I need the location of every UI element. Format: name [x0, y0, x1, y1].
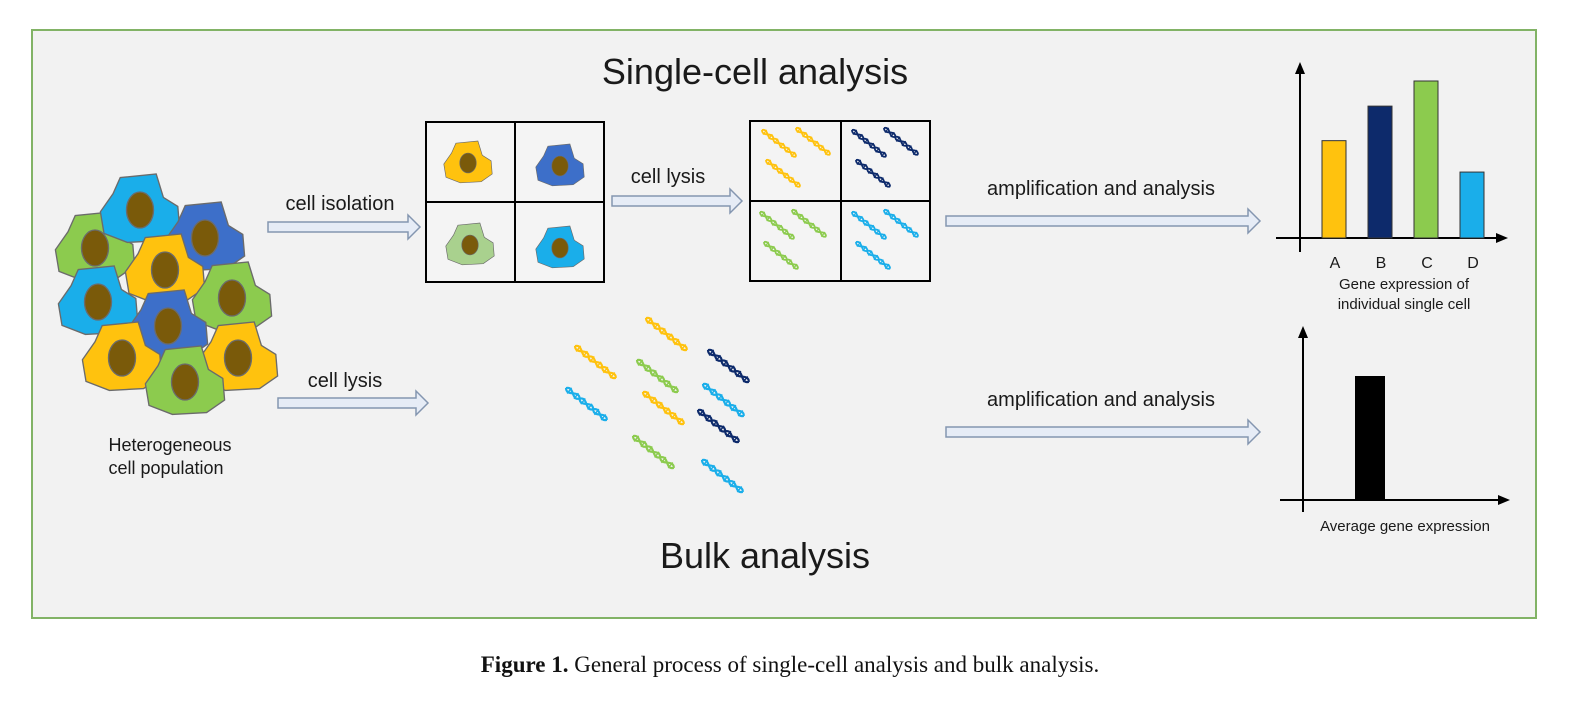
single-cell-chart-caption-line1: Gene expression of: [1339, 276, 1470, 293]
figure-caption-label: Figure 1.: [480, 652, 569, 677]
bulk-chart-caption: Average gene expression: [1320, 518, 1490, 535]
figure-caption-text: General process of single-cell analysis …: [568, 652, 1100, 677]
population-label-line2: cell population: [108, 458, 223, 478]
cell-lysis-bulk-label: cell lysis: [308, 370, 382, 392]
cell-lysis-bulk-arrow: [277, 389, 430, 417]
cell-population-cluster: [54, 173, 279, 416]
figure-caption: Figure 1. General process of single-cell…: [0, 652, 1580, 678]
amplification-bulk-arrow: [945, 418, 1262, 446]
amplification-single-label: amplification and analysis: [987, 178, 1215, 200]
single-cell-bar-b: [1367, 105, 1393, 239]
single-cell-bar-a: [1321, 140, 1347, 239]
cell-isolation-arrow: [267, 213, 422, 241]
single-cell-chart-caption-line2: individual single cell: [1338, 296, 1471, 313]
bulk-bar: [1355, 376, 1385, 500]
amplification-bulk-label: amplification and analysis: [987, 389, 1215, 411]
cell-lysis-single-arrow: [611, 187, 744, 215]
single-cell-bar-d: [1459, 171, 1485, 239]
single-cell-tick-d: D: [1467, 255, 1479, 272]
single-cell-tick-c: C: [1421, 255, 1433, 272]
cell-isolation-label: cell isolation: [286, 193, 395, 215]
amplification-single-arrow: [945, 207, 1262, 235]
population-label-line1: Heterogeneous: [108, 435, 231, 455]
single-cell-title: Single-cell analysis: [602, 51, 908, 92]
bulk-title: Bulk analysis: [660, 535, 870, 576]
cell-lysis-single-label: cell lysis: [631, 166, 705, 188]
isolated-cells-grid: [425, 121, 605, 283]
bulk-chart: [1280, 326, 1510, 512]
single-cell-tick-a: A: [1330, 255, 1341, 272]
single-cell-chart: A B C D: [1276, 62, 1508, 272]
single-cell-dna-grid: [749, 120, 931, 282]
single-cell-tick-b: B: [1376, 255, 1387, 272]
single-cell-bar-c: [1413, 80, 1439, 239]
